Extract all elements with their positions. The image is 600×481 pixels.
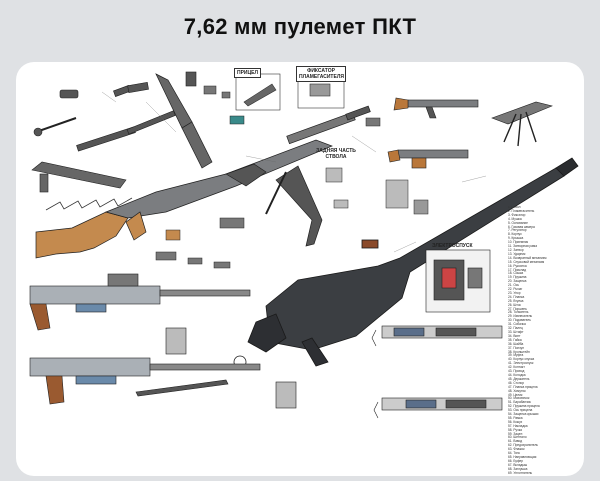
legend-item: 58. Ручка — [508, 427, 522, 432]
legend-item: 56. Кожух — [508, 419, 523, 424]
pkm-cutaway-upper — [29, 273, 251, 331]
legend-item: 40. Корпус спуска — [508, 357, 535, 362]
legend-item: 12. Затвор — [508, 247, 524, 252]
legend-item: 11. Затворная рама — [508, 244, 538, 249]
legend-item: 65. Направляющая — [508, 455, 537, 459]
legend-item: 67. Вкладыш — [508, 462, 528, 467]
legend-item: 54. Защелка крышки — [508, 412, 539, 417]
bolt-cutaways — [371, 325, 503, 419]
pkm-cutaway-lower — [29, 327, 297, 409]
legend-item: 25. Втулка — [508, 298, 524, 303]
legend-item: 42. Контакт — [508, 365, 525, 370]
legend-item: 57. Накладка — [508, 423, 528, 428]
legend-item: 27. Поршень — [508, 306, 527, 311]
pkt-main — [233, 157, 579, 369]
legend-item: 1. Ствол — [508, 206, 521, 209]
weapon-diagram — [29, 71, 579, 419]
legend-item: 18. Сошка — [508, 271, 524, 276]
pk-on-bipod — [387, 97, 553, 169]
leader-lines — [101, 91, 487, 253]
legend-item: 63. Флажок — [508, 447, 525, 452]
legend-item: 30. Подаватель — [508, 318, 531, 323]
legend-item: 35. Гайка — [508, 337, 522, 342]
fixer-callout: ФИКСАТОР ПЛАМЕГАСИТЕЛЯ — [296, 66, 346, 82]
legend-item: 24. Планка — [508, 294, 525, 299]
legend-item: 44. Колодка — [508, 372, 526, 377]
legend-item: 55. Рамка — [508, 415, 523, 420]
legend-item: 36. Шайба — [508, 341, 524, 346]
legend-item: 26. Шток — [508, 302, 521, 307]
legend-item: 31. Собачка — [508, 322, 526, 327]
legend-item: 41. Электроспуск — [508, 361, 534, 366]
legend-item: 59. Зацеп — [508, 431, 523, 436]
legend-item: 13. Ударник — [508, 251, 526, 256]
legend-item: 33. Штифт — [508, 330, 524, 334]
pkm-exploded — [35, 73, 371, 259]
legend-item: 47. Планка прицела — [508, 384, 538, 389]
small-parts-topleft — [33, 71, 197, 152]
legend-item: 6. Газовая камера — [508, 224, 535, 229]
legend-item: 60. Шептало — [508, 435, 527, 440]
legend-item: 17. Приклад — [508, 267, 527, 272]
legend-item: 21. Ось — [508, 283, 520, 288]
legend-item: 43. Провод — [508, 369, 525, 374]
legend-item: 37. Ползун — [508, 345, 524, 350]
legend-item: 45. Держатель — [508, 376, 530, 381]
legend-item: 49. Целик — [508, 392, 523, 397]
legend-item: 2. Пламегаситель — [508, 208, 535, 213]
legend-item: 23. Упор — [508, 290, 521, 295]
legend-item: 38. Кронштейн — [508, 349, 530, 354]
legend-item: 28. Толкатель — [508, 310, 529, 315]
legend-item: 52. Пружина прицела — [508, 404, 540, 409]
legend-item: 53. Ось прицела — [508, 408, 533, 413]
small-parts-center — [155, 85, 429, 269]
legend-item: 4. Мушка — [508, 216, 522, 221]
legend-item: 51. Барабанчик — [508, 400, 531, 405]
legend-item: 61. Взвод — [508, 439, 523, 444]
legend-item: 9. Крышка — [508, 236, 524, 241]
receiver-label: ЗАДНЯЯ ЧАСТЬ СТВОЛА — [316, 148, 356, 160]
legend-item: 22. Рычаг — [508, 287, 523, 292]
legend-item: 62. Предохранитель — [508, 443, 538, 448]
legend-item: 19. Пружина — [508, 275, 527, 280]
electric-trigger-inset — [425, 249, 491, 313]
legend-item: 15. Спусковой механизм — [508, 259, 545, 264]
legend-item: 7. Регулятор — [508, 228, 527, 233]
legend-item: 14. Возвратный механизм — [508, 255, 547, 260]
electric-trigger-label: ЭЛЕКТРОСПУСК — [432, 243, 473, 249]
legend-item: 69. Уплотнитель — [508, 470, 533, 474]
legend-item: 46. Стопор — [508, 380, 525, 385]
return-spring — [45, 197, 133, 211]
legend-item: 16. Рукоятка — [508, 263, 527, 268]
legend-item: 39. Муфта — [508, 353, 524, 358]
legend-item: 10. Приемник — [508, 240, 529, 245]
legend-item: 5. Основание — [508, 220, 528, 225]
page-title: 7,62 мм пулемет ПКТ — [183, 14, 417, 39]
diagram-board: ПРИЦЕЛ ФИКСАТОР ПЛАМЕГАСИТЕЛЯ ЗАДНЯЯ ЧАС… — [16, 62, 584, 476]
sight-callout: ПРИЦЕЛ — [234, 68, 262, 78]
legend-item: 8. Корпус — [508, 232, 522, 237]
legend-item: 20. Защелка — [508, 279, 527, 284]
legend-item: 29. Извлекатель — [508, 314, 533, 319]
legend-item: 64. Тяга — [508, 451, 520, 456]
legend-item: 3. Фиксатор — [508, 212, 526, 217]
legend-item: 50. Маховичок — [508, 396, 530, 401]
cleaning-rod — [31, 161, 127, 193]
legend-item: 34. Винт — [508, 333, 521, 338]
legend-item: 68. Заглушка — [508, 466, 528, 471]
legend-item: 66. Буфер — [508, 458, 524, 463]
legend-item: 32. Палец — [508, 326, 523, 331]
legend-item: 48. Хомутик — [508, 388, 526, 393]
